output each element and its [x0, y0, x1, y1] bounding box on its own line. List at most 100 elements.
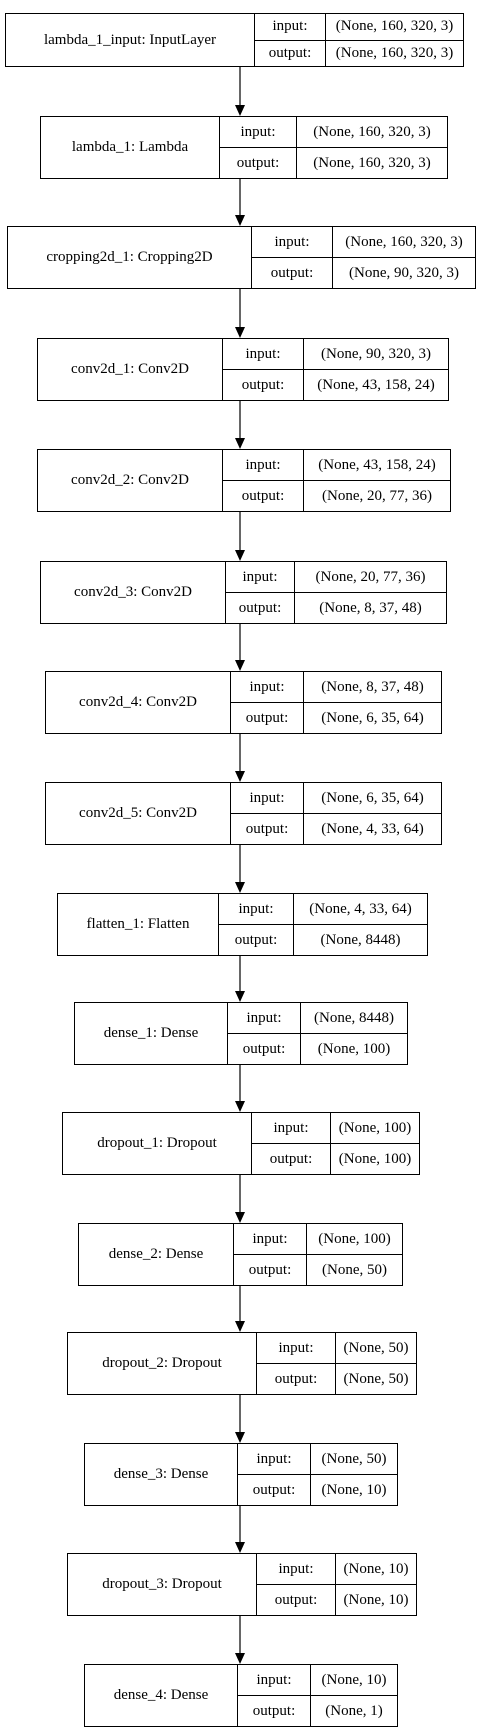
input-label: input: — [231, 672, 304, 702]
input-label: input: — [257, 1554, 336, 1584]
input-shape: (None, 6, 35, 64) — [321, 789, 424, 806]
layer-node-dense-1: dense_1: Dense input: (None, 8448) output… — [74, 1002, 408, 1065]
input-label: input: — [234, 1224, 307, 1254]
output-shape: (None, 8, 37, 48) — [319, 599, 422, 616]
output-shape: (None, 8448) — [320, 931, 401, 948]
input-shape: (None, 8448) — [314, 1009, 394, 1026]
layer-name: dense_2: Dense — [79, 1224, 234, 1285]
input-label: input: — [219, 894, 294, 924]
input-label: input: — [231, 783, 304, 813]
output-label: output: — [257, 1585, 336, 1615]
output-label: output: — [231, 703, 304, 733]
output-label: output: — [252, 1144, 331, 1174]
input-shape: (None, 50) — [343, 1339, 409, 1356]
layer-node-dense-4: dense_4: Dense input:(None, 10) output:(… — [84, 1664, 398, 1727]
input-label: input: — [223, 450, 304, 480]
layer-node-dropout-1: dropout_1: Dropout input: (None, 100) out… — [62, 1112, 420, 1175]
output-shape: (None, 43, 158, 24) — [317, 376, 435, 393]
output-label: output: — [257, 1364, 336, 1394]
input-label: input: — [255, 14, 326, 40]
output-shape: (None, 160, 320, 3) — [335, 44, 454, 61]
arrowhead-icon — [235, 215, 245, 226]
output-label: output: — [252, 258, 333, 288]
output-label: output: — [223, 370, 304, 400]
layer-name: dense_3: Dense — [85, 1444, 238, 1505]
layer-node-flatten-1: flatten_1: Flatten input: (None, 4, 33, 6… — [57, 893, 428, 956]
layer-name: dropout_1: Dropout — [63, 1113, 252, 1174]
input-label: input: — [220, 117, 297, 147]
output-label: output: — [231, 814, 304, 844]
input-shape: (None, 10) — [321, 1671, 387, 1688]
layer-node-lambda-1: lambda_1: Lambda input: (None, 160, 320, … — [40, 116, 448, 179]
output-shape: (None, 100) — [317, 1040, 391, 1057]
layer-name: conv2d_2: Conv2D — [38, 450, 223, 511]
layer-node-conv2d-4: conv2d_4: Conv2D input:(None, 8, 37, 48)… — [45, 671, 442, 734]
arrowhead-icon — [235, 1542, 245, 1553]
arrowhead-icon — [235, 660, 245, 671]
arrowhead-icon — [235, 1653, 245, 1664]
layer-name: cropping2d_1: Cropping2D — [8, 227, 252, 288]
input-shape: (None, 43, 158, 24) — [318, 456, 436, 473]
output-shape: (None, 50) — [322, 1261, 387, 1278]
output-label: output: — [238, 1696, 311, 1726]
input-label: input: — [238, 1665, 311, 1695]
layer-node-conv2d-5: conv2d_5: Conv2D input: (None, 6, 35, 64)… — [45, 782, 442, 845]
arrowhead-icon — [235, 1321, 245, 1332]
layer-node-lambda-1-input: lambda_1_input: InputLayer input: (None, … — [5, 13, 464, 67]
input-shape: (None, 90, 320, 3) — [321, 345, 431, 362]
arrowhead-icon — [235, 327, 245, 338]
layer-name: conv2d_5: Conv2D — [46, 783, 231, 844]
output-shape: (None, 10) — [343, 1591, 409, 1608]
layer-name: dropout_2: Dropout — [68, 1333, 257, 1394]
input-label: input: — [257, 1333, 336, 1363]
input-shape: (None, 160, 320, 3) — [345, 233, 463, 250]
layer-name: dense_1: Dense — [75, 1003, 228, 1064]
arrowhead-icon — [235, 882, 245, 893]
input-shape: (None, 10) — [343, 1560, 409, 1577]
layer-node-cropping2d-1: cropping2d_1: Cropping2D input: (None, 16… — [7, 226, 476, 289]
layer-name: lambda_1_input: InputLayer — [6, 14, 255, 66]
output-label: output: — [226, 593, 295, 623]
input-shape: (None, 100) — [338, 1119, 412, 1136]
arrowhead-icon — [235, 438, 245, 449]
input-shape: (None, 50) — [321, 1450, 387, 1467]
layer-node-conv2d-1: conv2d_1: Conv2D input: (None, 90, 320, 3… — [37, 338, 449, 401]
output-label: output: — [220, 148, 297, 178]
input-shape: (None, 4, 33, 64) — [309, 900, 412, 917]
output-shape: (None, 50) — [343, 1370, 409, 1387]
output-shape: (None, 1) — [325, 1702, 383, 1719]
output-shape: (None, 160, 320, 3) — [313, 154, 431, 171]
output-shape: (None, 90, 320, 3) — [349, 264, 459, 281]
output-shape: (None, 6, 35, 64) — [321, 709, 424, 726]
layer-name: conv2d_3: Conv2D — [41, 562, 226, 623]
layer-node-conv2d-2: conv2d_2: Conv2D input: (None, 43, 158, 2… — [37, 449, 451, 512]
input-shape: (None, 20, 77, 36) — [315, 568, 426, 585]
input-shape: (None, 160, 320, 3) — [335, 18, 454, 35]
arrowhead-icon — [235, 771, 245, 782]
input-label: input: — [252, 1113, 331, 1143]
layer-node-dense-2: dense_2: Dense input: (None, 100) output:… — [78, 1223, 403, 1286]
layer-name: flatten_1: Flatten — [58, 894, 219, 955]
arrowhead-icon — [235, 1432, 245, 1443]
output-shape: (None, 20, 77, 36) — [322, 487, 432, 504]
arrowhead-icon — [235, 550, 245, 561]
layer-name: conv2d_4: Conv2D — [46, 672, 231, 733]
input-shape: (None, 100) — [318, 1230, 391, 1247]
input-label: input: — [223, 339, 304, 369]
input-label: input: — [228, 1003, 301, 1033]
output-label: output: — [223, 481, 304, 511]
input-label: input: — [226, 562, 295, 592]
output-shape: (None, 10) — [321, 1481, 387, 1498]
arrowhead-icon — [235, 1212, 245, 1223]
input-label: input: — [252, 227, 333, 257]
output-label: output: — [255, 40, 326, 66]
arrowhead-icon — [235, 991, 245, 1002]
output-shape: (None, 100) — [338, 1150, 412, 1167]
layer-node-dropout-3: dropout_3: Dropout input:(None, 10) outp… — [67, 1553, 417, 1616]
layer-name: lambda_1: Lambda — [41, 117, 220, 178]
layer-name: conv2d_1: Conv2D — [38, 339, 223, 400]
layer-node-dense-3: dense_3: Dense input:(None, 50) output:(… — [84, 1443, 398, 1506]
output-label: output: — [228, 1034, 301, 1064]
input-shape: (None, 160, 320, 3) — [313, 123, 431, 140]
output-label: output: — [234, 1255, 307, 1285]
